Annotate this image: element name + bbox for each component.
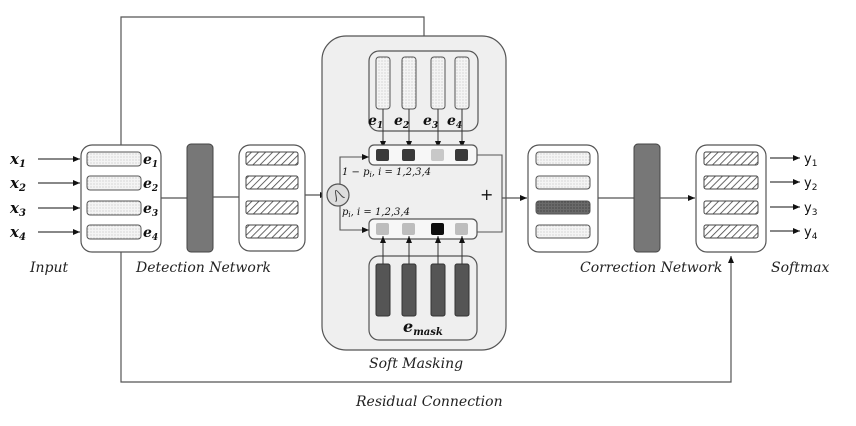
masking-embedding-label-2: e2: [394, 113, 409, 131]
softmax-row: [703, 200, 759, 215]
input-label: Input: [29, 260, 69, 276]
input-token-2: x2: [9, 174, 26, 194]
upper-formula: 1 − pi, i = 1,2,3,4: [342, 167, 431, 179]
soft-masking-panel: e1 e2 e3 e4 emask 1 − pi, i = 1,2,3,4 pi, i…: [321, 35, 507, 351]
embedding-row: [86, 151, 142, 167]
embedding-label-4: e4: [143, 225, 158, 243]
embedding-label-2: e2: [143, 176, 158, 194]
lower-mask-cell: [455, 223, 468, 235]
detection-row: [245, 200, 299, 215]
residual-connection-label: Residual Connection: [355, 394, 503, 410]
upper-mask-cell: [376, 149, 389, 161]
softmax-row: [703, 151, 759, 166]
output-arrows: y1 y2 y3 y4: [770, 152, 818, 242]
detection-output-block: [238, 144, 306, 252]
masking-embedding-bar: [430, 56, 446, 110]
embedding-block: e1 e2 e3 e4: [80, 144, 162, 253]
detection-row: [245, 175, 299, 190]
mask-label: emask: [403, 317, 443, 338]
lower-mask-cell: [431, 223, 444, 235]
detection-network-label: Detection Network: [135, 260, 271, 276]
top-connection: [120, 16, 427, 145]
embedding-row: [86, 175, 142, 191]
correction-network-label: Correction Network: [580, 260, 722, 276]
masking-embedding-bar: [401, 56, 417, 110]
output-token-4: y4: [804, 225, 818, 242]
upper-mask-cell: [402, 149, 415, 161]
softmax-label: Softmax: [771, 260, 829, 276]
detection-row: [245, 151, 299, 166]
upper-mask-cell: [431, 149, 444, 161]
softmax-row: [703, 224, 759, 239]
correction-row: [535, 175, 591, 190]
plus-sign: +: [480, 185, 493, 204]
masking-embedding-bar: [375, 56, 391, 110]
embedding-label-3: e3: [143, 201, 158, 219]
masking-embedding-label-1: e1: [368, 113, 383, 131]
detection-network-bar: [186, 143, 214, 253]
input-arrows: x1 x2 x3 x4: [9, 150, 80, 243]
mask-embedding-bar: [401, 263, 417, 317]
mask-embedding-bar: [454, 263, 470, 317]
lower-mask-cell: [402, 223, 415, 235]
correction-row: [535, 224, 591, 239]
output-token-2: y2: [804, 176, 817, 193]
correction-row: [535, 151, 591, 166]
mask-embedding-bar: [430, 263, 446, 317]
correction-network-bar: [633, 143, 661, 253]
softmax-row: [703, 175, 759, 190]
lower-formula: pi, i = 1,2,3,4: [342, 207, 410, 219]
soft-masking-label: Soft Masking: [369, 356, 463, 372]
upper-mask-cell: [455, 149, 468, 161]
embedding-row: [86, 224, 142, 240]
masking-embedding-label-3: e3: [423, 113, 438, 131]
residual-connection: [120, 252, 734, 383]
masking-embedding-bar: [454, 56, 470, 110]
input-token-4: x4: [9, 223, 26, 243]
correction-input-block: [527, 144, 599, 253]
correction-row: [535, 200, 591, 215]
detection-row: [245, 224, 299, 239]
mask-embedding-bar: [375, 263, 391, 317]
input-token-3: x3: [9, 199, 26, 219]
softmax-output-block: [695, 144, 767, 253]
output-token-1: y1: [804, 152, 817, 169]
output-token-3: y3: [804, 201, 817, 218]
input-token-1: x1: [9, 150, 26, 170]
masking-embedding-label-4: e4: [447, 113, 462, 131]
embedding-label-1: e1: [143, 152, 158, 170]
embedding-row: [86, 200, 142, 216]
lower-mask-cell: [376, 223, 389, 235]
sigmoid-icon: [326, 183, 350, 207]
